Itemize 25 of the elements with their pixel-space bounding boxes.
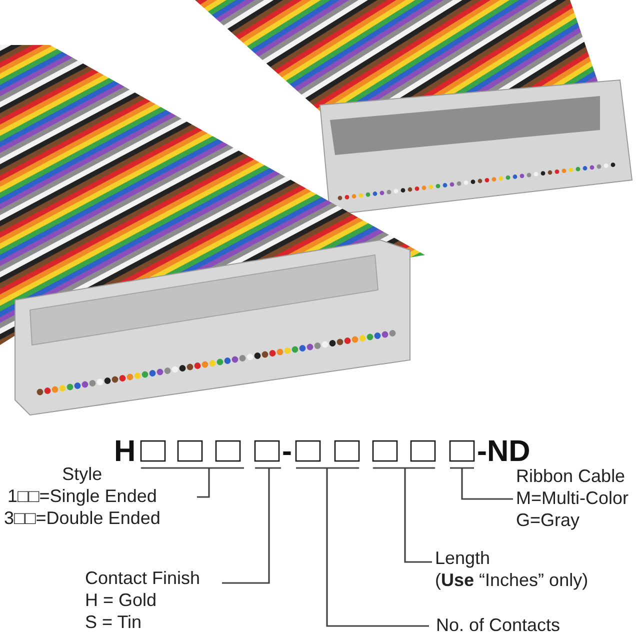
option-text: M=Multi-Color: [516, 487, 629, 509]
underline-bar: [141, 467, 244, 469]
field-heading: Contact Finish: [85, 567, 200, 589]
leader-line: [461, 468, 513, 500]
underline-bar: [255, 467, 281, 469]
field-heading: Length: [435, 547, 492, 569]
underline-bar: [373, 467, 435, 469]
option-text: G=Gray: [516, 509, 581, 531]
option-text: H = Gold: [85, 589, 158, 611]
option-text: S = Tin: [85, 611, 143, 633]
underline-bar: [450, 467, 474, 469]
field-heading: Ribbon Cable: [516, 465, 626, 487]
leader-line: [404, 468, 432, 563]
option-text: (Use “Inches” only): [435, 569, 588, 591]
option-text: 3□□=Double Ended: [4, 507, 160, 529]
leader-line: [197, 468, 210, 498]
part-description: No. of Contacts: [436, 614, 560, 636]
leader-line: [326, 468, 429, 627]
underline-bar: [296, 467, 359, 469]
option-text: 1□□=Single Ended: [6, 485, 158, 507]
field-heading: Style: [62, 463, 102, 485]
part-number-text: -: [282, 437, 292, 467]
part-number-text: -ND: [477, 437, 530, 467]
leader-line: [222, 468, 270, 584]
part-number-text: H: [114, 437, 136, 467]
